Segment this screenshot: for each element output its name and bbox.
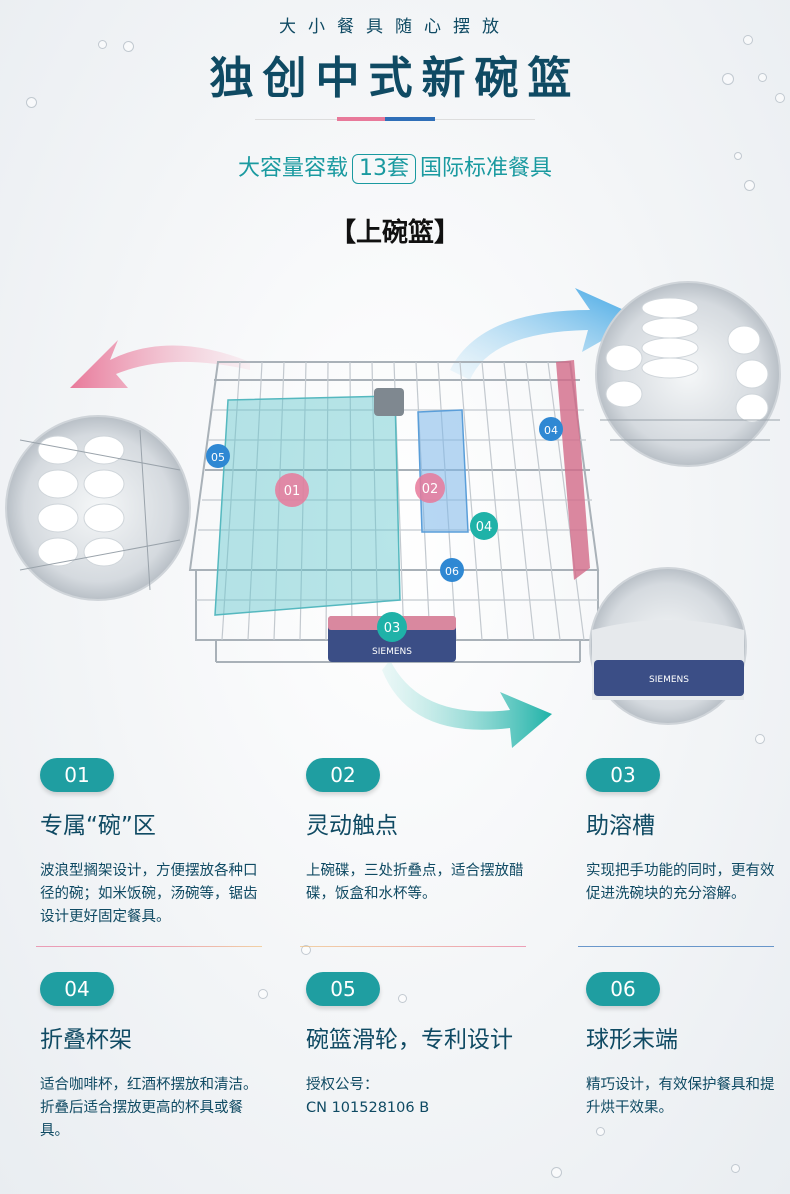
feature-description: 适合咖啡杯，红酒杯摆放和清洁。折叠后适合摆放更高的杯具或餐具。 xyxy=(40,1077,258,1139)
eyebrow-text: 大小餐具随心摆放 xyxy=(279,17,511,37)
pink-arrow xyxy=(70,340,250,388)
spray-arm-hub xyxy=(374,388,404,416)
marker-02: 02 xyxy=(422,482,439,497)
feature-description: 上碗碟，三处折叠点，适合摆放醋碟，饭盒和水杯等。 xyxy=(306,863,524,902)
detail-cups-left xyxy=(5,415,191,601)
divider-line xyxy=(36,946,262,947)
feature-description: 精巧设计，有效保护餐具和提升烘干效果。 xyxy=(586,1077,775,1116)
feature-card-05: 05 碗篮滑轮，专利设计 授权公号： CN 101528106 B xyxy=(306,972,566,1120)
capacity-suffix: 国际标准餐具 xyxy=(420,156,553,181)
feature-description: 实现把手功能的同时，更有效促进洗碗块的充分溶解。 xyxy=(586,863,775,902)
zone-01-panel xyxy=(214,395,401,616)
detail-plates-right xyxy=(595,281,781,467)
feature-number-badge: 02 xyxy=(306,758,380,792)
svg-text:SIEMENS: SIEMENS xyxy=(649,675,689,685)
divider-line xyxy=(578,946,774,947)
feature-card-06: 06 球形末端 精巧设计，有效保护餐具和提升烘干效果。 xyxy=(586,972,790,1120)
feature-card-04: 04 折叠杯架 适合咖啡杯，红酒杯摆放和清洁。折叠后适合摆放更高的杯具或餐具。 xyxy=(40,972,280,1143)
blue-arrow xyxy=(450,288,642,380)
feature-title: 专属“碗”区 xyxy=(40,813,156,839)
feature-title: 球形末端 xyxy=(586,1027,678,1053)
feature-number-badge: 06 xyxy=(586,972,660,1006)
feature-title: 助溶槽 xyxy=(586,813,655,839)
feature-card-01: 01 专属“碗”区 波浪型搁架设计，方便摆放各种口径的碗；如米饭碗，汤碗等，锯齿… xyxy=(40,758,280,929)
rack-label: 【上碗篮】 xyxy=(329,218,460,248)
feature-title: 灵动触点 xyxy=(306,813,398,839)
detail-handle-right: SIEMENS xyxy=(589,567,747,725)
capacity-prefix: 大容量容载 xyxy=(237,156,348,181)
marker-04b: 04 xyxy=(544,424,558,437)
feature-number-badge: 03 xyxy=(586,758,660,792)
feature-card-02: 02 灵动触点 上碗碟，三处折叠点，适合摆放醋碟，饭盒和水杯等。 xyxy=(306,758,546,906)
marker-03: 03 xyxy=(384,621,401,636)
patent-number: CN 101528106 B xyxy=(306,1100,430,1116)
marker-01: 01 xyxy=(284,484,301,499)
page-title: 独创中式新碗篮 xyxy=(209,53,581,104)
svg-text:SIEMENS: SIEMENS xyxy=(372,647,412,657)
feature-title: 碗篮滑轮，专利设计 xyxy=(306,1027,513,1053)
marker-04a: 04 xyxy=(476,520,493,535)
feature-description: 波浪型搁架设计，方便摆放各种口径的碗；如米饭碗，汤碗等，锯齿设计更好固定餐具。 xyxy=(40,863,258,925)
feature-grid: 01 专属“碗”区 波浪型搁架设计，方便摆放各种口径的碗；如米饭碗，汤碗等，锯齿… xyxy=(0,752,790,1192)
rack-frame xyxy=(188,361,600,663)
patent-label: 授权公号： xyxy=(306,1077,379,1093)
feature-description: 授权公号： CN 101528106 B xyxy=(306,1074,566,1120)
feature-number-badge: 01 xyxy=(40,758,114,792)
title-divider xyxy=(255,117,535,121)
feature-number-badge: 05 xyxy=(306,972,380,1006)
divider-line xyxy=(300,946,526,947)
zone-04-panel xyxy=(556,360,590,580)
teal-arrow xyxy=(382,660,552,748)
feature-card-03: 03 助溶槽 实现把手功能的同时，更有效促进洗碗块的充分溶解。 xyxy=(586,758,790,906)
upper-rack-illustration: SIEMENS 01 02 03 04 04 05 06 xyxy=(5,281,781,748)
marker-06: 06 xyxy=(445,565,459,578)
feature-title: 折叠杯架 xyxy=(40,1027,132,1053)
marker-05: 05 xyxy=(211,451,225,464)
capacity-badge: 13套 xyxy=(352,154,416,184)
feature-number-badge: 04 xyxy=(40,972,114,1006)
zone-02-panel xyxy=(417,409,469,533)
